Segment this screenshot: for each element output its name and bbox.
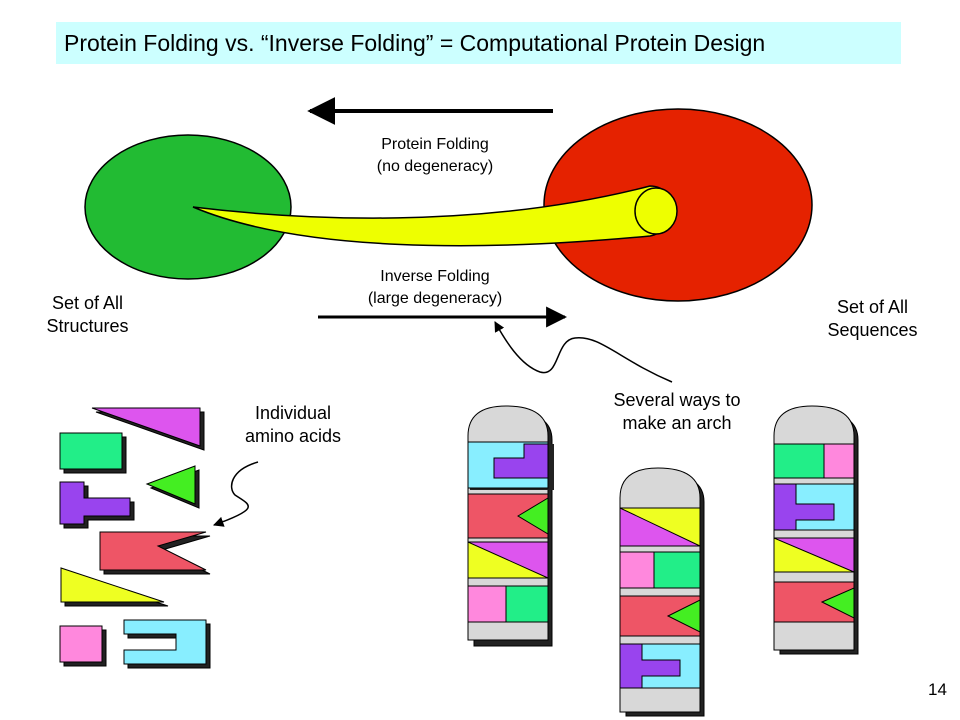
- arch-label: Several ways to make an arch: [582, 389, 772, 435]
- yellow-triangle-piece: [60, 567, 169, 607]
- sequences-label-line2: Sequences: [827, 320, 918, 340]
- amino-acid-pointer-squiggle: [213, 461, 259, 527]
- sequences-label-line1: Set of All: [836, 297, 909, 317]
- sequences-label: Set of All Sequences: [800, 296, 945, 342]
- magenta-triangle-piece: [91, 407, 205, 451]
- slide-title: Protein Folding vs. “Inverse Folding” = …: [64, 30, 766, 56]
- sequences-set-ellipse: [543, 108, 813, 302]
- arch-label-line2: make an arch: [622, 413, 732, 433]
- pink-square-piece: [59, 625, 107, 667]
- teal-square-piece: [59, 432, 127, 474]
- arch-label-line1: Several ways to: [613, 390, 741, 410]
- structures-label-line2: Structures: [46, 316, 129, 336]
- arch-3: [773, 405, 859, 655]
- inverse-folding-label: Inverse Folding (large degeneracy): [330, 266, 540, 310]
- tube-mouth: [634, 187, 678, 235]
- amino-acids-label-line2: amino acids: [244, 426, 342, 446]
- structures-label-line1: Set of All: [51, 293, 124, 313]
- amino-acids-label-line1: Individual: [254, 403, 332, 423]
- green-triangle-piece: [145, 465, 200, 509]
- title-bar: Protein Folding vs. “Inverse Folding” = …: [56, 22, 901, 64]
- arch-2: [619, 467, 705, 717]
- cyan-bracket-piece: [123, 619, 211, 669]
- inverse-label-line1: Inverse Folding: [380, 268, 490, 285]
- structures-set-ellipse: [84, 134, 292, 280]
- amino-acid-pieces: [59, 407, 211, 669]
- structures-label: Set of All Structures: [20, 292, 155, 338]
- arch-pointer-squiggle: [494, 321, 673, 383]
- folding-label: Protein Folding (no degeneracy): [340, 134, 530, 178]
- purple-t-piece: [59, 481, 135, 529]
- amino-acids-label: Individual amino acids: [218, 402, 368, 448]
- inverse-label-line2: (large degeneracy): [367, 290, 503, 307]
- red-notch-piece: [99, 531, 211, 575]
- folding-label-line2: (no degeneracy): [376, 158, 494, 175]
- folding-label-line1: Protein Folding: [381, 136, 489, 153]
- page-number: 14: [928, 680, 947, 699]
- arch-1: [467, 405, 554, 647]
